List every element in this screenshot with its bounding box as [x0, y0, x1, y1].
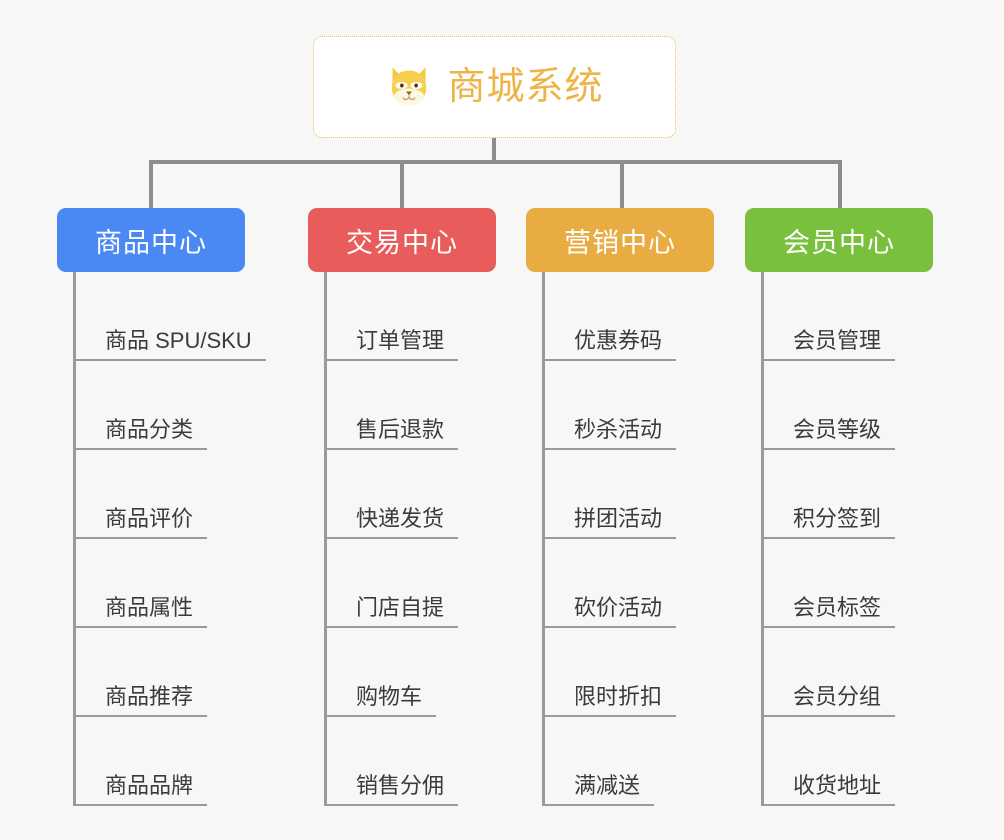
column-header-2[interactable]: 交易中心 [308, 208, 496, 272]
column-header-label-3: 营销中心 [564, 227, 676, 258]
connector-horizontal-bus [149, 160, 841, 164]
list-item[interactable]: 商品评价 [57, 450, 245, 539]
leaf-label: 门店自提 [356, 594, 445, 620]
column-header-label-2: 交易中心 [346, 227, 458, 258]
leaf-label: 限时折扣 [574, 683, 663, 709]
leaf-label: 快递发货 [356, 505, 445, 531]
leaf-label: 满减送 [574, 772, 641, 798]
list-item[interactable]: 收货地址 [745, 717, 933, 806]
column-marketing-center: 营销中心 优惠券码 秒杀活动 拼团活动 砍价活动 限时折扣 满减送 [526, 208, 714, 806]
leaf-label: 商品评价 [105, 505, 194, 531]
leaf-label: 购物车 [356, 683, 423, 709]
column-spine-1 [73, 272, 76, 806]
column-trade-center: 交易中心 订单管理 售后退款 快递发货 门店自提 购物车 销售分佣 [308, 208, 496, 806]
list-item[interactable]: 限时折扣 [526, 628, 714, 717]
column-header-label-1: 商品中心 [95, 227, 207, 258]
column-body-1: 商品 SPU/SKU 商品分类 商品评价 商品属性 商品推荐 商品品牌 [57, 272, 266, 806]
leaf-label: 会员管理 [793, 327, 882, 353]
leaf-label: 秒杀活动 [574, 416, 663, 442]
connector-drop-1 [149, 160, 153, 210]
leaf-label: 销售分佣 [356, 772, 445, 798]
list-item[interactable]: 优惠券码 [526, 272, 714, 361]
leaf-label: 会员等级 [793, 416, 882, 442]
column-body-2: 订单管理 售后退款 快递发货 门店自提 购物车 销售分佣 [308, 272, 496, 806]
list-item[interactable]: 积分签到 [745, 450, 933, 539]
column-spine-2 [324, 272, 327, 806]
connector-root-stem [492, 138, 496, 162]
list-item[interactable]: 商品品牌 [57, 717, 245, 806]
column-header-4[interactable]: 会员中心 [745, 208, 933, 272]
list-item[interactable]: 会员等级 [745, 361, 933, 450]
leaf-label: 商品推荐 [105, 683, 194, 709]
root-node[interactable]: 商城系统 [313, 36, 676, 138]
list-item[interactable]: 快递发货 [308, 450, 496, 539]
column-product-center: 商品中心 商品 SPU/SKU 商品分类 商品评价 商品属性 商品推荐 商品品牌 [57, 208, 266, 806]
list-item[interactable]: 会员标签 [745, 539, 933, 628]
connector-drop-2 [400, 160, 404, 210]
list-item[interactable]: 门店自提 [308, 539, 496, 628]
connector-drop-3 [620, 160, 624, 210]
list-item[interactable]: 秒杀活动 [526, 361, 714, 450]
list-item[interactable]: 会员分组 [745, 628, 933, 717]
root-title: 商城系统 [447, 66, 604, 108]
column-body-4: 会员管理 会员等级 积分签到 会员标签 会员分组 收货地址 [745, 272, 933, 806]
column-body-3: 优惠券码 秒杀活动 拼团活动 砍价活动 限时折扣 满减送 [526, 272, 714, 806]
leaf-label: 商品 SPU/SKU [105, 327, 252, 353]
column-header-3[interactable]: 营销中心 [526, 208, 714, 272]
list-item[interactable]: 商品推荐 [57, 628, 245, 717]
list-item[interactable]: 拼团活动 [526, 450, 714, 539]
leaf-label: 商品属性 [105, 594, 194, 620]
list-item[interactable]: 商品 SPU/SKU [57, 272, 266, 361]
leaf-label: 售后退款 [356, 416, 445, 442]
list-item[interactable]: 订单管理 [308, 272, 496, 361]
list-item[interactable]: 砍价活动 [526, 539, 714, 628]
shiba-dog-icon [392, 67, 427, 105]
list-item[interactable]: 商品分类 [57, 361, 245, 450]
leaf-label: 收货地址 [793, 772, 882, 798]
list-item[interactable]: 满减送 [526, 717, 714, 806]
leaf-label: 优惠券码 [574, 327, 663, 353]
connector-drop-4 [838, 160, 842, 210]
leaf-label: 商品品牌 [105, 772, 194, 798]
column-member-center: 会员中心 会员管理 会员等级 积分签到 会员标签 会员分组 收货地址 [745, 208, 933, 806]
leaf-label: 砍价活动 [574, 594, 663, 620]
column-header-label-4: 会员中心 [783, 227, 895, 258]
column-header-1[interactable]: 商品中心 [57, 208, 245, 272]
column-spine-3 [542, 272, 545, 806]
list-item[interactable]: 会员管理 [745, 272, 933, 361]
list-item[interactable]: 售后退款 [308, 361, 496, 450]
list-item[interactable]: 购物车 [308, 628, 496, 717]
leaf-label: 积分签到 [793, 505, 882, 531]
leaf-label: 拼团活动 [574, 505, 663, 531]
list-item[interactable]: 商品属性 [57, 539, 245, 628]
leaf-label: 订单管理 [356, 327, 445, 353]
list-item[interactable]: 销售分佣 [308, 717, 496, 806]
column-spine-4 [761, 272, 764, 806]
leaf-label: 会员标签 [793, 594, 882, 620]
leaf-label: 商品分类 [105, 416, 194, 442]
leaf-label: 会员分组 [793, 683, 882, 709]
